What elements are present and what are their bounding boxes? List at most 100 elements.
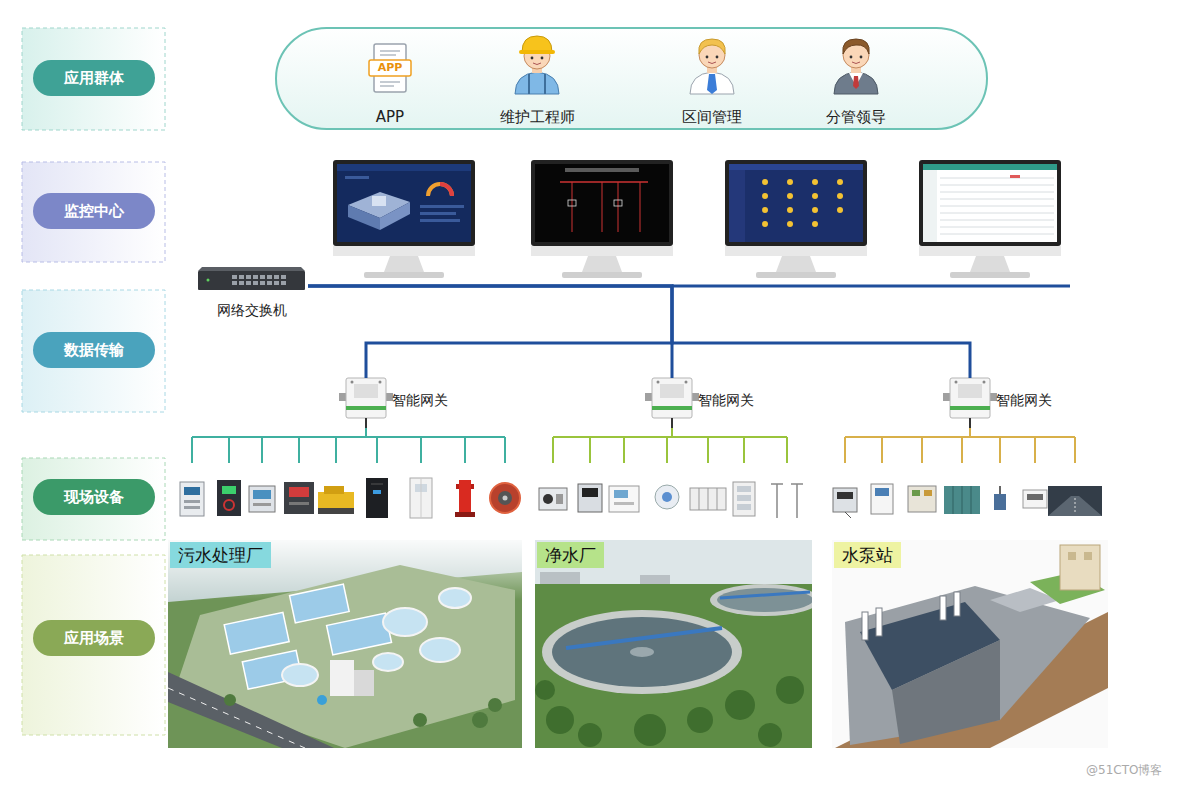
- field-device: [690, 488, 726, 510]
- screen-table: [923, 164, 1057, 242]
- gateway-icon: [943, 378, 997, 428]
- screen-single-line: [602, 182, 603, 232]
- water-plant-picture: [542, 610, 742, 694]
- screen-table: [923, 164, 1057, 242]
- sewage-plant-picture: [330, 660, 354, 696]
- leader-icon: [852, 62, 860, 64]
- screen-single-line: [535, 164, 669, 242]
- device-tree: [1074, 437, 1076, 463]
- field-device: [875, 488, 889, 496]
- screen-table: [940, 192, 1054, 193]
- field-device: [994, 486, 1006, 510]
- field-device: [498, 491, 512, 505]
- field-device: [776, 484, 778, 518]
- layer-pill: 监控中心: [33, 193, 155, 229]
- screen-table: [940, 213, 1054, 214]
- field-device: [791, 483, 803, 485]
- water-plant-picture: [640, 575, 670, 584]
- network-switch-icon: [281, 275, 286, 279]
- screen-dashboard: [428, 184, 452, 196]
- screen-table: [940, 227, 1054, 228]
- device-tree: [192, 428, 1075, 463]
- field-device: [249, 486, 275, 512]
- device-tree: [786, 437, 788, 463]
- layer-pill: 应用群体: [33, 60, 155, 96]
- manager-icon: [716, 56, 719, 59]
- water-plant-picture: [630, 647, 654, 657]
- field-device: [924, 490, 932, 496]
- gateway-icon: [958, 384, 982, 398]
- engineer-icon: [522, 36, 552, 52]
- screen-dashboard: [420, 212, 456, 215]
- field-device: [944, 486, 980, 514]
- field-device: [609, 486, 639, 512]
- device-tree: [192, 428, 505, 463]
- field-device: [490, 483, 520, 513]
- screen-map: [729, 164, 863, 242]
- pump-station-picture: [892, 640, 1000, 744]
- field-device: [871, 484, 893, 514]
- manager-icon: [699, 39, 725, 54]
- screen-dashboard: [380, 202, 410, 230]
- screen-dashboard: [372, 196, 386, 206]
- screen-table: [940, 220, 1054, 221]
- row-band: [22, 458, 165, 540]
- water-plant-picture: [535, 540, 812, 748]
- device-tree: [743, 437, 745, 463]
- screen-map: [837, 207, 843, 213]
- engineer-icon: [519, 50, 555, 54]
- network-switch-icon: [232, 281, 237, 285]
- water-plant-picture: [540, 572, 580, 584]
- app-icon: [380, 54, 396, 56]
- screen-single-line: [565, 168, 639, 172]
- manager-icon: [708, 62, 716, 64]
- smart-gateway: 智能网关: [948, 378, 1056, 422]
- field-device: [455, 480, 475, 517]
- leader-icon: [834, 39, 878, 94]
- field-device: [662, 492, 672, 502]
- scene-tag: 污水处理厂: [170, 542, 271, 568]
- screen-map: [837, 193, 843, 199]
- bus-connector: [308, 286, 672, 378]
- device-tree: [553, 428, 787, 463]
- water-plant-picture: [710, 584, 812, 616]
- water-plant-picture: [687, 707, 713, 733]
- screen-table: [923, 164, 1057, 170]
- screen-table: [940, 234, 1054, 235]
- pump-station-picture: [954, 592, 960, 616]
- water-plant-picture: [578, 723, 602, 747]
- field-device: [908, 486, 936, 512]
- network-switch-icon: [239, 281, 244, 285]
- field-device: [833, 488, 857, 512]
- screen-single-line: [614, 200, 622, 206]
- bus-connector: [308, 286, 970, 378]
- field-device: [994, 494, 1006, 510]
- field-device: [717, 488, 718, 510]
- screen-map: [812, 179, 818, 185]
- field-device: [737, 504, 751, 510]
- sewage-plant-picture: [224, 694, 502, 728]
- field-device: [184, 506, 200, 509]
- screen-table: [923, 170, 937, 242]
- sewage-plant-picture: [420, 638, 460, 662]
- screen-map: [762, 179, 768, 185]
- field-device: [708, 488, 709, 510]
- gateway-icon: [955, 381, 958, 384]
- row-band: [22, 162, 165, 262]
- network-switch-icon: [267, 275, 272, 279]
- network-switch-icon: [232, 275, 286, 285]
- monitor: [333, 160, 1061, 278]
- gateway-icon: [652, 378, 692, 418]
- gateway-icon: [950, 378, 990, 418]
- monitor: [531, 160, 673, 246]
- gateway-icon: [950, 406, 990, 410]
- user-label: APP: [330, 107, 450, 127]
- water-plant-picture: [552, 617, 732, 687]
- device-tree: [845, 436, 1075, 438]
- sewage-plant-picture: [373, 653, 403, 671]
- screen-map: [762, 193, 768, 199]
- network-switch-icon: [232, 275, 237, 279]
- field-device: [578, 484, 602, 512]
- water-plant-picture: [758, 723, 782, 747]
- gateway-icon: [671, 418, 673, 428]
